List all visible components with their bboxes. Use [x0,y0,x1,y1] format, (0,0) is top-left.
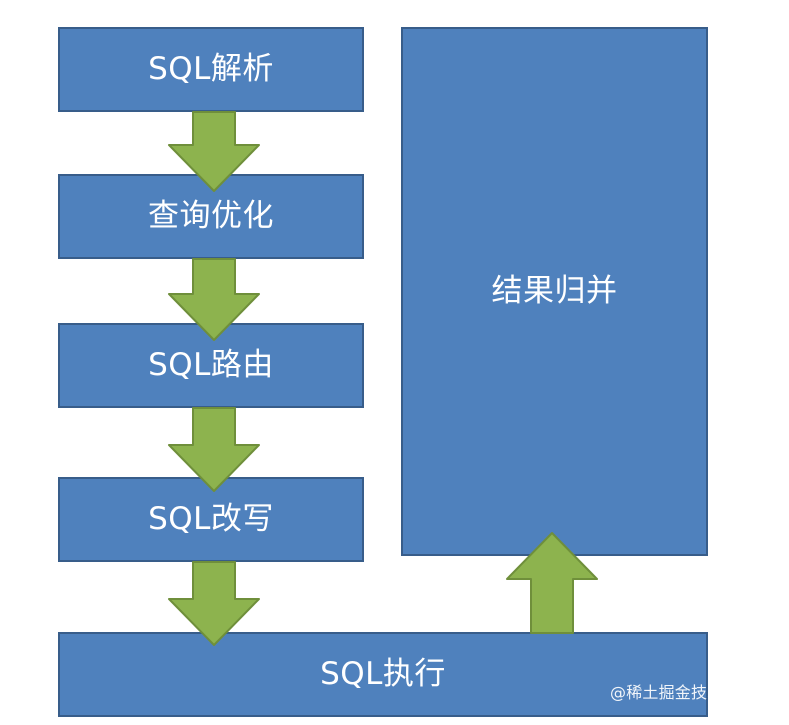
box-sql-rewrite: SQL改写 [58,477,364,562]
arrow-down-route-to-rewrite-icon [168,407,260,492]
box-sql-parse-label: SQL解析 [148,51,274,87]
box-sql-route-label: SQL路由 [148,347,274,383]
box-sql-rewrite-label: SQL改写 [148,501,274,537]
arrow-down-optimize-to-route-icon [168,258,260,341]
box-result-merge: 结果归并 [401,27,708,556]
arrow-up-execute-to-merge-icon [506,532,598,634]
box-sql-parse: SQL解析 [58,27,364,112]
watermark-text: @稀土掘金技术社区 [610,683,756,702]
arrow-down-parse-to-optimize-icon [168,111,260,192]
box-sql-execute-label: SQL执行 [320,656,446,692]
box-query-optimize-label: 查询优化 [148,198,274,234]
box-result-merge-label: 结果归并 [491,273,618,309]
arrow-down-rewrite-to-execute-icon [168,561,260,646]
box-sql-execute: SQL执行 [58,632,708,717]
